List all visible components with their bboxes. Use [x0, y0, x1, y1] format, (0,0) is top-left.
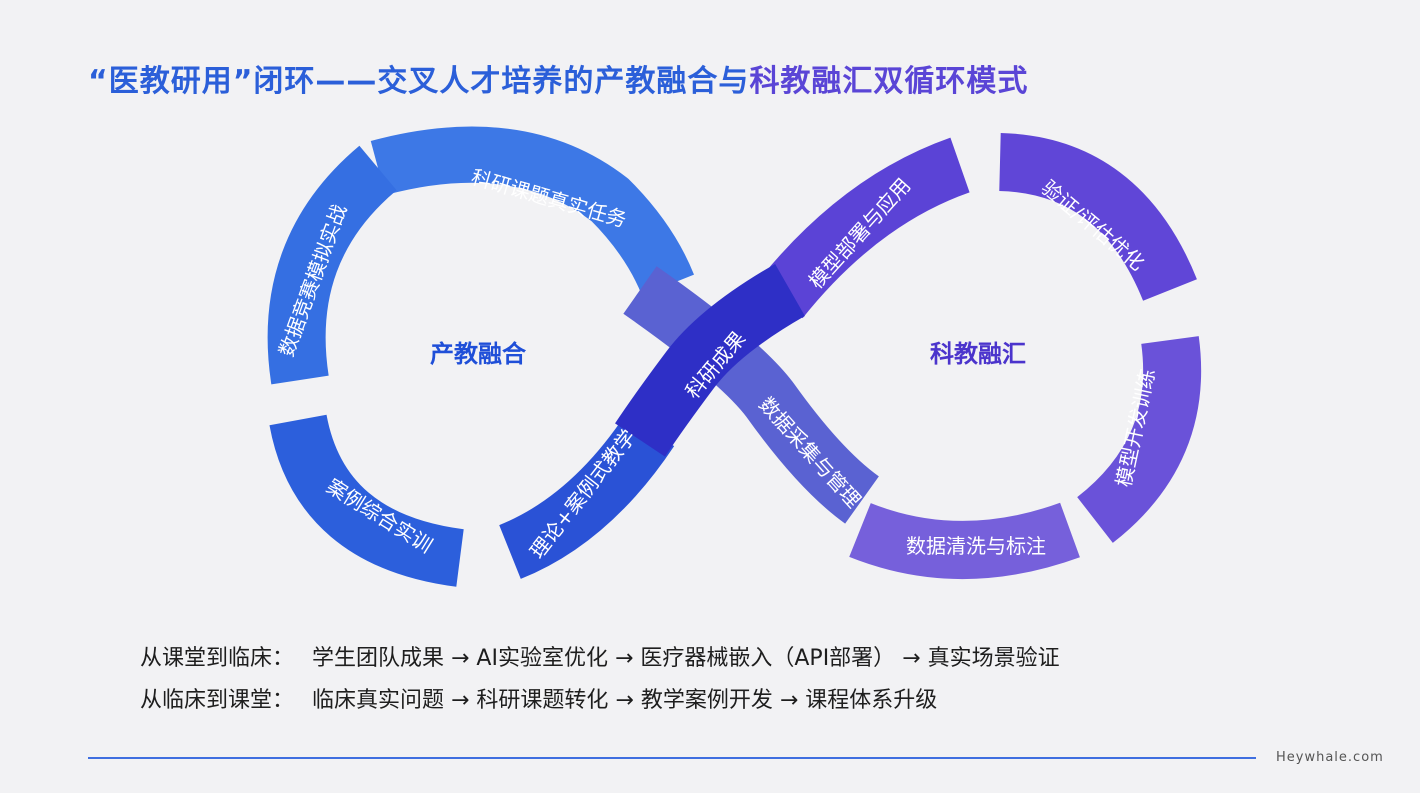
right-segment-top [998, 133, 1197, 302]
right-segment-right [1076, 336, 1202, 543]
flow-text: 临床真实问题 → 科研课题转化 → 教学案例开发 → 课程体系升级 [312, 688, 938, 713]
left-segment-upper-left [267, 145, 398, 385]
page-title-part-2: 科教融汇双循环模式 [749, 64, 1029, 99]
page-title-part-1: “医教研用”闭环——交叉人才培养的产教融合与 [88, 64, 750, 99]
flow-label: 从课堂到临床： [140, 646, 295, 671]
left-segment-bottom [498, 413, 675, 579]
flow-classroom-to-clinic: 从课堂到临床： 学生团队成果 → AI实验室优化 → 医疗器械嵌入（API部署） … [140, 640, 1060, 672]
footer-brand: Heywhale.com [1276, 750, 1384, 765]
left-loop [267, 126, 694, 587]
footer-divider [88, 757, 1256, 759]
left-segment-top [370, 126, 694, 296]
segment-label-data-cleaning: 数据清洗与标注 [906, 534, 1046, 558]
flow-clinic-to-classroom: 从临床到课堂： 临床真实问题 → 科研课题转化 → 教学案例开发 → 课程体系升级 [140, 682, 937, 714]
left-loop-center-label: 产教融合 [430, 340, 527, 368]
flow-label: 从临床到课堂： [140, 688, 295, 713]
left-segment-lower-left [269, 413, 465, 587]
flow-text: 学生团队成果 → AI实验室优化 → 医疗器械嵌入（API部署） → 真实场景验… [312, 646, 1060, 671]
page-title: “医教研用”闭环——交叉人才培养的产教融合与科教融汇双循环模式 [88, 56, 1028, 100]
right-segment-bottom [849, 502, 1080, 579]
right-loop-center-label: 科教融汇 [930, 340, 1026, 368]
cross-band-ascending [615, 263, 806, 457]
right-segment-upper-left [757, 137, 970, 319]
right-loop [757, 133, 1202, 579]
